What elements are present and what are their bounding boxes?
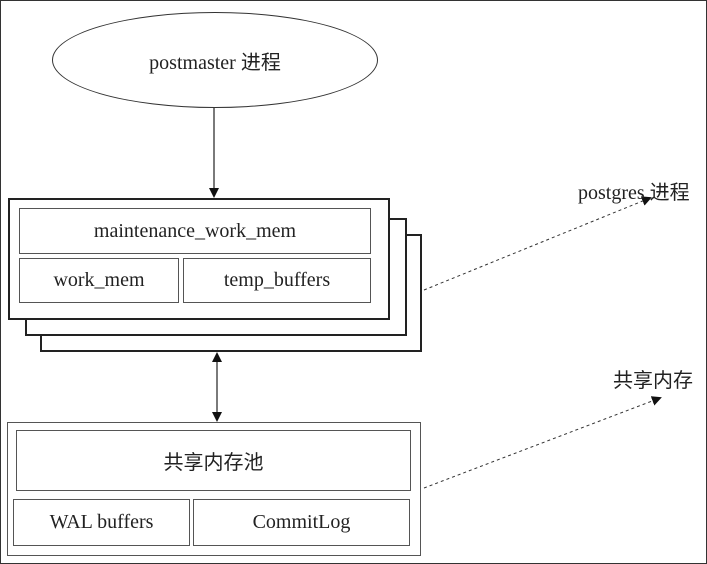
temp-buffers-cell: temp_buffers [183, 258, 371, 303]
commit-log-label: CommitLog [252, 511, 351, 533]
shared-memory-pool-cell: 共享内存池 [16, 430, 411, 491]
shared-memory-pool-label: 共享内存池 [163, 452, 264, 474]
maintenance-work-mem-cell: maintenance_work_mem [19, 208, 371, 254]
shared-memory-dashed-pointer [423, 396, 662, 489]
work-mem-cell: work_mem [19, 258, 179, 303]
postgres-process-annotation: postgres 进程 [578, 182, 690, 204]
postmaster-label: postmaster 进程 [149, 51, 281, 74]
postmaster-ellipse: postmaster 进程 [52, 12, 378, 108]
temp-buffers-label: temp_buffers [223, 269, 331, 291]
wal-buffers-cell: WAL buffers [13, 499, 190, 546]
maintenance-work-mem-label: maintenance_work_mem [93, 219, 297, 242]
shared-memory-annotation: 共享内存 [613, 370, 693, 392]
postgres-process-dashed-pointer [423, 196, 652, 291]
work-mem-label: work_mem [53, 269, 145, 291]
wal-buffers-label: WAL buffers [49, 511, 154, 533]
commit-log-cell: CommitLog [193, 499, 410, 546]
